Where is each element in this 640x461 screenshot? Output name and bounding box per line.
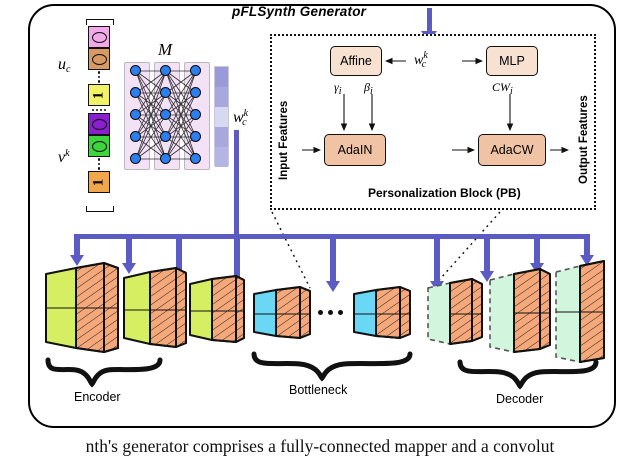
bottleneck-brace: [251, 351, 413, 382]
mapper-node: [130, 153, 141, 164]
personalization-block-panel: Input Features Output Features Affine ML…: [270, 34, 596, 210]
vector-cell: 1: [88, 171, 110, 193]
group-label-encoder: Encoder: [74, 390, 121, 404]
pb-drop-arrow: [584, 236, 590, 256]
bottleneck-ellipsis-icon: [318, 310, 343, 315]
pb-drop-arrow: [534, 236, 540, 264]
vector-cell: [88, 48, 110, 70]
latent-trunk-line: [234, 130, 239, 236]
mapper-node: [130, 109, 141, 120]
input-vector-stack: 1 1: [86, 19, 114, 212]
vector-cell: 1: [88, 84, 110, 106]
mapper-node: [160, 153, 171, 164]
vector-cell: [88, 113, 110, 135]
mapper-node: [130, 65, 141, 76]
pb-drop-arrow: [330, 236, 336, 282]
pb-drop-arrow: [176, 236, 182, 272]
vector-cell: [88, 26, 110, 48]
pb-drop-arrow: [234, 236, 240, 282]
decoder-brace: [457, 359, 599, 390]
mapper-node: [190, 131, 201, 142]
beta-label: βi: [364, 80, 373, 97]
cw-label: CWi: [492, 80, 513, 97]
mapper-label: M: [158, 40, 173, 59]
zero-glyph-icon: [91, 53, 107, 65]
latent-segment: [215, 147, 228, 167]
mapper-node: [160, 87, 171, 98]
adain-box[interactable]: AdaIN: [324, 134, 386, 166]
latent-segment: [215, 67, 228, 87]
vector-cell: [88, 135, 110, 157]
zero-glyph-icon: [91, 140, 107, 152]
bottleneck-block: [253, 286, 311, 339]
latent-segment: [215, 107, 228, 127]
mapper-node: [160, 131, 171, 142]
encoder-brace: [45, 357, 163, 388]
horizontal-dots-icon: [88, 106, 110, 113]
latent-segment: [215, 87, 228, 107]
pb-caption: Personalization Block (PB): [368, 186, 521, 200]
vertical-dots-icon: [88, 157, 110, 171]
v-vector-label: vk: [58, 148, 70, 166]
mapper-node: [190, 109, 201, 120]
encoder-block: [189, 275, 245, 343]
adacw-box[interactable]: AdaCW: [478, 134, 546, 166]
pb-drop-arrow: [434, 236, 440, 282]
page-title: pFLSynth Generator: [232, 4, 367, 19]
mapper-node: [190, 65, 201, 76]
pb-input-arrow-shaft: [427, 8, 432, 32]
bottleneck-block: [353, 286, 411, 339]
zero-glyph-icon: [91, 31, 107, 43]
figure-caption: nth's generator comprises a fully-connec…: [85, 436, 555, 456]
latent-strip: [214, 66, 229, 167]
mapper-node: [190, 153, 201, 164]
mapper-node: [160, 109, 171, 120]
mapper-network: [124, 62, 210, 170]
affine-box[interactable]: Affine: [330, 46, 382, 76]
pb-drop-arrow: [74, 236, 80, 256]
pb-drop-arrow: [484, 236, 490, 272]
latent-segment: [215, 127, 228, 147]
zero-glyph-icon: [91, 118, 107, 130]
mapper-node: [130, 87, 141, 98]
mapper-node: [160, 65, 171, 76]
encoder-block: [45, 262, 119, 353]
latent-label: wkc: [233, 108, 249, 128]
pb-drop-arrow: [126, 236, 132, 264]
vector-bracket-bottom: [86, 206, 114, 212]
decoder-block: [489, 268, 551, 353]
mlp-box[interactable]: MLP: [486, 46, 538, 76]
mapper-node: [190, 87, 201, 98]
pb-connector-arrows: [302, 57, 570, 154]
decoder-block: [555, 260, 605, 363]
u-vector-label: uc: [58, 56, 71, 75]
encoder-block: [123, 267, 187, 348]
pb-latent-label: wkc: [414, 50, 428, 70]
decoder-block: [427, 278, 483, 346]
vertical-dots-icon: [88, 70, 110, 84]
group-label-bottleneck: Bottleneck: [289, 383, 348, 397]
gamma-label: γi: [334, 80, 342, 97]
group-label-decoder: Decoder: [496, 392, 544, 406]
vector-bracket-top: [86, 19, 114, 25]
mapper-node: [130, 131, 141, 142]
